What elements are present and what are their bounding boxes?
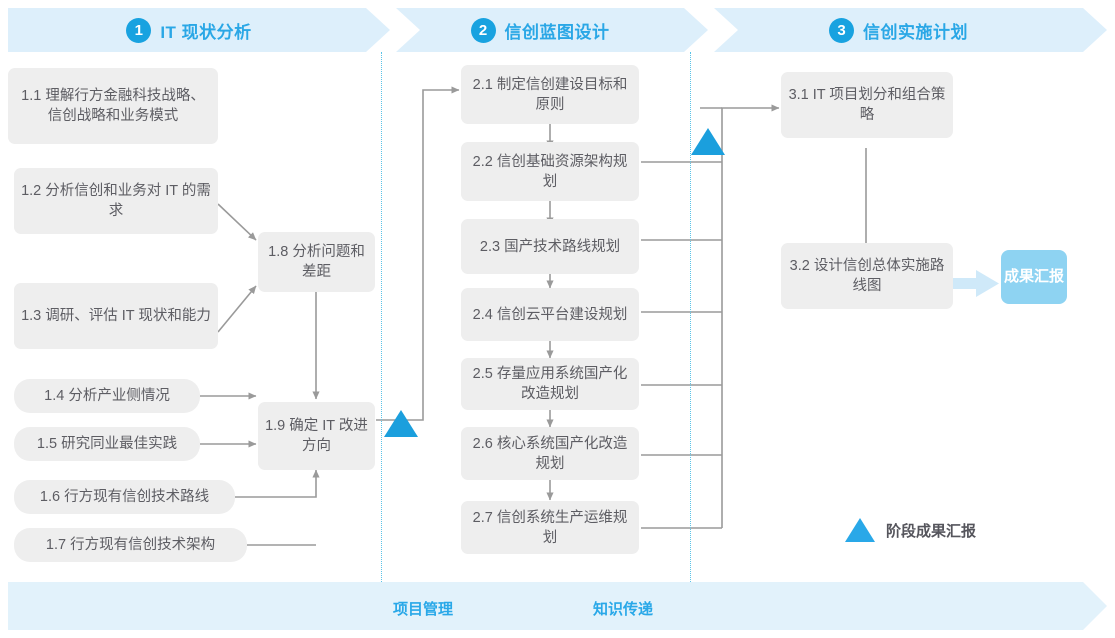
- column-divider-1: [381, 52, 382, 582]
- task-box-2-7[interactable]: 2.7 信创系统生产运维规划: [461, 501, 639, 554]
- phase-number-2: 2: [470, 17, 496, 43]
- task-box-1-4[interactable]: 1.4 分析产业侧情况: [14, 379, 200, 413]
- milestone-triangle-phase1: [384, 410, 418, 437]
- task-box-1-9[interactable]: 1.9 确定 IT 改进方向: [258, 402, 375, 470]
- phase-number-3: 3: [829, 17, 854, 43]
- phase-title-1: IT 现状分析: [160, 22, 252, 42]
- phase-title-2: 信创蓝图设计: [504, 22, 610, 42]
- task-box-2-6[interactable]: 2.6 核心系统国产化改造规划: [461, 427, 639, 480]
- task-box-2-4[interactable]: 2.4 信创云平台建设规划: [461, 288, 639, 341]
- task-box-1-3[interactable]: 1.3 调研、评估 IT 现状和能力: [14, 283, 218, 349]
- task-box-1-1[interactable]: 1.1 理解行方金融科技战略、信创战略和业务模式: [8, 68, 218, 144]
- bottom-band: [8, 582, 1107, 630]
- task-box-1-2[interactable]: 1.2 分析信创和业务对 IT 的需求: [14, 168, 218, 234]
- bottom-label-project-management: 项目管理: [393, 601, 454, 618]
- phase-number-1: 1: [126, 17, 152, 43]
- phase-title-3: 信创实施计划: [863, 22, 968, 42]
- task-box-1-6[interactable]: 1.6 行方现有信创技术路线: [14, 480, 235, 514]
- milestone-triangle-phase2: [691, 128, 725, 155]
- phase-header-2[interactable]: 2 信创蓝图设计: [396, 8, 708, 52]
- task-box-2-5[interactable]: 2.5 存量应用系统国产化改造规划: [461, 358, 639, 410]
- legend-label: 阶段成果汇报: [886, 522, 977, 540]
- column-divider-2: [690, 52, 691, 582]
- task-box-2-2[interactable]: 2.2 信创基础资源架构规划: [461, 142, 639, 201]
- phase-header-1[interactable]: 1 IT 现状分析: [8, 8, 390, 52]
- task-box-2-3[interactable]: 2.3 国产技术路线规划: [461, 219, 639, 274]
- task-box-3-1[interactable]: 3.1 IT 项目划分和组合策略: [781, 72, 953, 138]
- task-box-1-7[interactable]: 1.7 行方现有信创技术架构: [14, 528, 247, 562]
- result-report-chip[interactable]: 成果汇报: [1001, 250, 1067, 304]
- task-box-1-8[interactable]: 1.8 分析问题和差距: [258, 232, 375, 292]
- task-box-3-2[interactable]: 3.2 设计信创总体实施路线图: [781, 243, 953, 309]
- milestone-triangle-icon: [845, 518, 875, 542]
- bottom-label-knowledge-transfer: 知识传递: [593, 601, 654, 618]
- phase-header-3[interactable]: 3 信创实施计划: [714, 8, 1107, 52]
- legend: 阶段成果汇报: [845, 518, 976, 542]
- task-box-1-5[interactable]: 1.5 研究同业最佳实践: [14, 427, 200, 461]
- task-box-2-1[interactable]: 2.1 制定信创建设目标和原则: [461, 65, 639, 124]
